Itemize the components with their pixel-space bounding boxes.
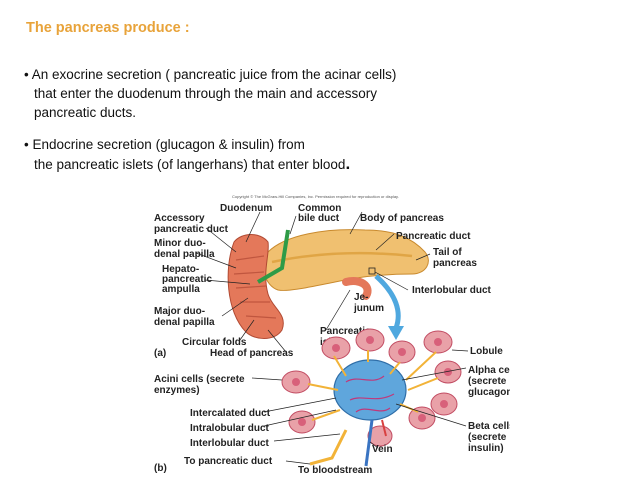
label-bile-duct: bile duct (298, 213, 340, 224)
bullet-list: • An exocrine secretion ( pancreatic jui… (24, 65, 624, 187)
label-to-pancreatic-duct: To pancreatic duct (184, 456, 273, 467)
bullet-marker: • (24, 137, 29, 152)
circular-folds-shape (233, 255, 277, 319)
label-minor-papilla: denal papilla (154, 249, 215, 260)
acinus-lumen (332, 344, 340, 352)
label-circular-folds: Circular folds (182, 337, 247, 348)
bile-duct-shape (256, 229, 290, 284)
panel-a-illustration (227, 229, 429, 339)
label-accessory: Accessory (154, 213, 205, 224)
panel-b-labels: Lobule Acini cells (secrete enzymes) Alp… (154, 346, 510, 475)
label-lobule: Lobule (470, 346, 503, 357)
islet-capillaries (345, 375, 395, 413)
label-ampulla: ampulla (162, 284, 200, 295)
label-common: Common (298, 203, 341, 214)
vein-shape (364, 419, 374, 467)
label-vein: Vein (372, 444, 393, 455)
panel-b-label: (b) (154, 463, 167, 474)
bullet-period: . (345, 154, 351, 173)
panel-a-label: (a) (154, 348, 166, 359)
acinus-lumen (398, 348, 406, 356)
artery-shape (381, 419, 387, 437)
label-je: Je- (354, 292, 368, 303)
label-tail-of: Tail of (433, 247, 462, 258)
panel-b-illustration (281, 328, 462, 467)
label-insulin: insulin) (468, 443, 504, 454)
acinus-lumen (418, 414, 426, 422)
label-minor-duo: Minor duo- (154, 238, 206, 249)
label-intralobular-duct: Intralobular duct (190, 423, 270, 434)
label-pancreatic-islet-1: Pancreatic (320, 326, 371, 337)
label-junum: junum (353, 303, 384, 314)
label-interlobular-duct-a: Interlobular duct (412, 285, 492, 296)
zoom-arrow-head (388, 326, 404, 340)
jejunum-shape (342, 277, 372, 300)
label-interlobular-duct-b: Interlobular duct (190, 438, 270, 449)
label-accessory-duct: pancreatic duct (154, 224, 229, 235)
copyright-note: Copyright © The McGraw-Hill Companies, I… (232, 194, 399, 199)
acinus-lumen (440, 400, 448, 408)
label-alpha-cells: Alpha cells (468, 365, 510, 376)
label-alpha-secrete: (secrete (468, 376, 507, 387)
bullet-line: An exocrine secretion ( pancreatic juice… (31, 67, 397, 82)
intralobular-ducts (307, 350, 439, 421)
bullet-line: that enter the duodenum through the main… (34, 86, 377, 101)
interlobular-duct-shape (309, 429, 348, 466)
slide-title: The pancreas produce : (26, 20, 190, 36)
label-beta-cells: Beta cells (468, 421, 510, 432)
label-acini-cells: Acini cells (secrete (154, 374, 245, 385)
pancreas-figure: Copyright © The McGraw-Hill Companies, I… (150, 190, 510, 475)
label-duodenum: Duodenum (220, 203, 272, 214)
bullet-line: the pancreatic islets (of langerhans) th… (34, 157, 346, 172)
bullet-exocrine: • An exocrine secretion ( pancreatic jui… (24, 65, 624, 122)
zoom-arrow (374, 274, 401, 329)
label-glucagon: glucagon) (468, 387, 510, 398)
label-hepato-pancreatic: pancreatic (162, 274, 212, 285)
bullet-line: pancreatic ducts. (34, 105, 137, 120)
label-body-of-pancreas: Body of pancreas (360, 213, 444, 224)
bullet-endocrine: • Endocrine secretion (glucagon & insuli… (24, 135, 624, 174)
acinus-lumen (366, 336, 374, 344)
acinus-lumen (298, 418, 306, 426)
label-tail-pancreas: pancreas (433, 258, 477, 269)
label-hepato: Hepato- (162, 264, 199, 275)
acinus-lumen (292, 378, 300, 386)
label-intercalated-duct: Intercalated duct (190, 408, 271, 419)
acinus-lumen (434, 338, 442, 346)
label-beta-secrete: (secrete (468, 432, 507, 443)
label-major-papilla: denal papilla (154, 317, 215, 328)
pancreas-diagram: Copyright © The McGraw-Hill Companies, I… (154, 194, 510, 475)
acinus (367, 425, 393, 447)
label-major-duo: Major duo- (154, 306, 205, 317)
acinus-lumen (444, 368, 452, 376)
bullet-line: Endocrine secretion (glucagon & insulin)… (32, 137, 305, 152)
label-head-of-pancreas: Head of pancreas (210, 348, 294, 359)
bullet-marker: • (24, 67, 29, 82)
callout-box (368, 267, 376, 275)
label-pancreatic-duct: Pancreatic duct (396, 231, 471, 242)
label-to-bloodstream: To bloodstream (298, 465, 372, 475)
label-enzymes: enzymes) (154, 385, 200, 396)
